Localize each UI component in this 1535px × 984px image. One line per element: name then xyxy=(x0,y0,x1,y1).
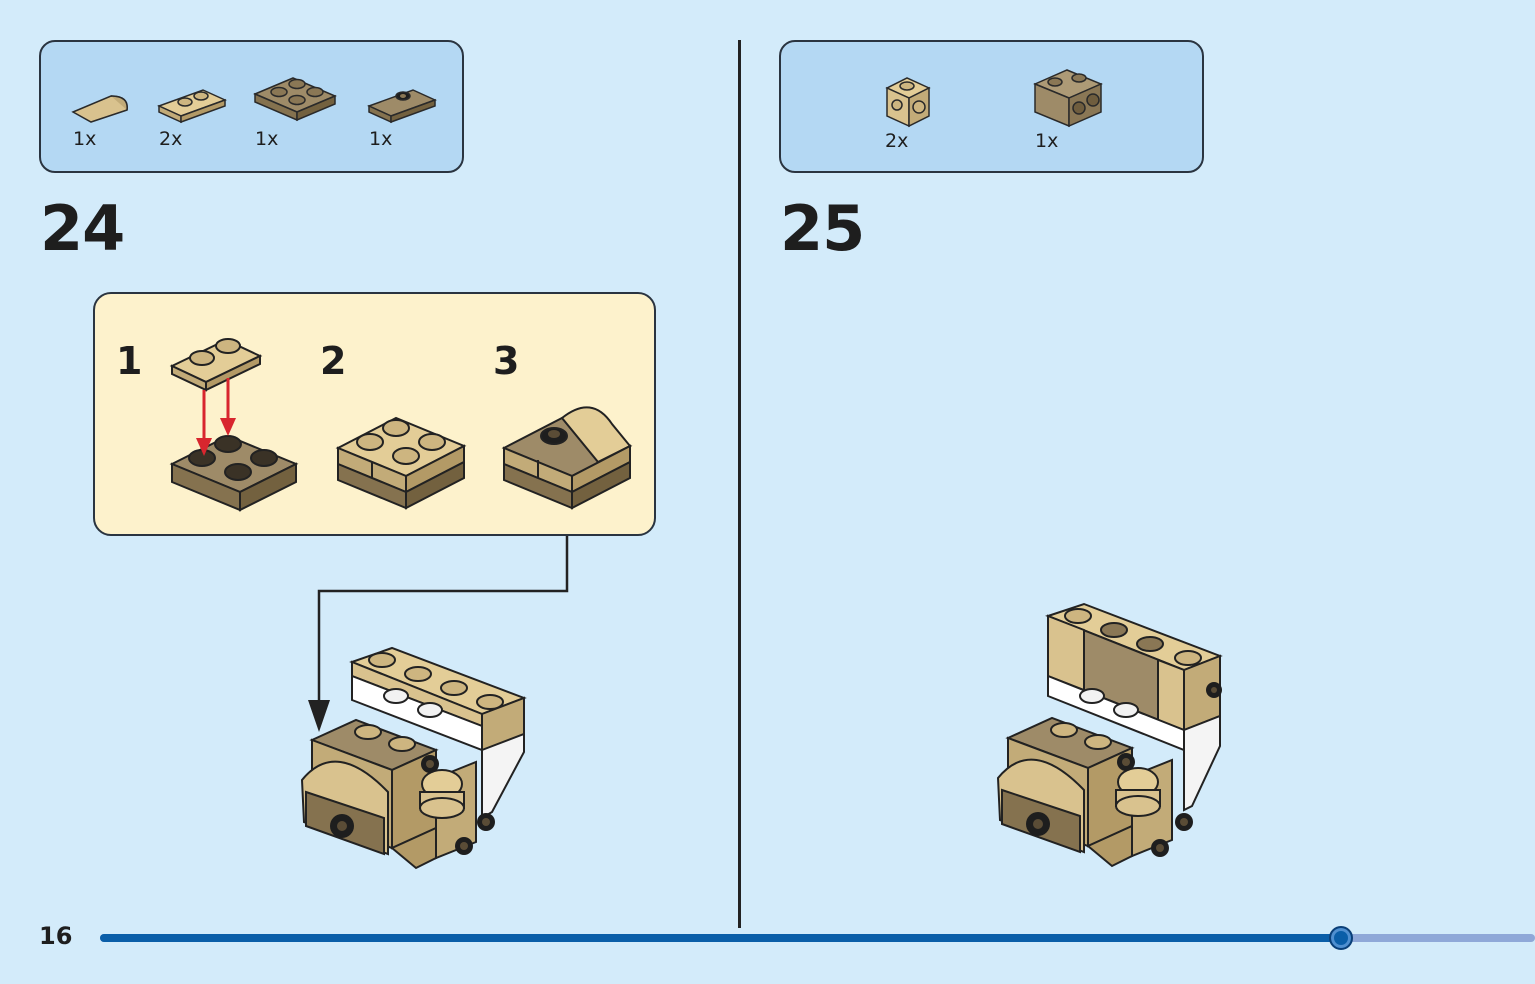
step24-model-illustration xyxy=(300,646,527,870)
dark-tan-plate-2x2-icon xyxy=(253,77,337,122)
part-qty: 1x xyxy=(255,128,279,150)
substep3-illustration xyxy=(501,406,633,510)
page-divider xyxy=(738,40,741,928)
step-number-25: 25 xyxy=(780,192,865,265)
tan-curved-slope-icon xyxy=(71,95,128,123)
part-qty: 2x xyxy=(159,128,183,150)
substep-number-2: 2 xyxy=(320,339,347,383)
part-qty: 1x xyxy=(1035,130,1059,152)
part-qty: 2x xyxy=(885,130,909,152)
step24-parts-box: 1x 2x 1x 1x xyxy=(39,40,464,173)
dark-tan-brick-studs-side-icon xyxy=(1033,69,1103,128)
tan-plate-1x2-icon xyxy=(157,89,227,124)
progress-bar xyxy=(100,934,1341,942)
part-qty: 1x xyxy=(369,128,393,150)
progress-marker xyxy=(1329,926,1353,950)
step25-parts-box: 2x 1x xyxy=(779,40,1204,173)
substep2-illustration xyxy=(335,416,467,510)
page-number: 16 xyxy=(39,922,73,950)
substep-number-3: 3 xyxy=(493,339,520,383)
step25-model-illustration xyxy=(996,602,1223,868)
step-number-24: 24 xyxy=(40,192,125,265)
tan-brick-studs-side-icon xyxy=(885,77,931,128)
dark-tan-jumper-plate-icon xyxy=(367,89,437,124)
substep1-illustration xyxy=(169,338,299,512)
callout-arrow xyxy=(308,536,569,732)
part-qty: 1x xyxy=(73,128,97,150)
substep-number-1: 1 xyxy=(116,339,143,383)
